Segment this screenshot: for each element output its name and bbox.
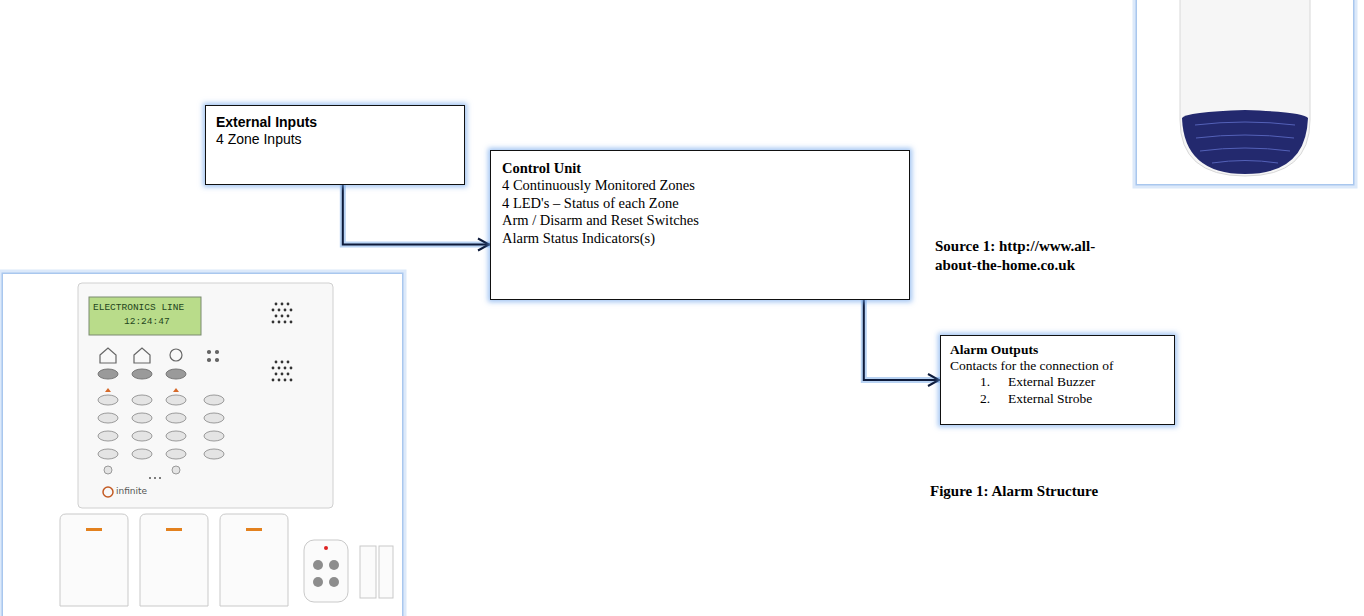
box-heading: Control Unit (502, 160, 581, 176)
logo-mark (103, 487, 113, 497)
box-text: Alarm Status Indicators(s) (502, 230, 655, 246)
text-box: Control Unit4 Continuously Monitored Zon… (490, 150, 910, 300)
keypad-dots (149, 477, 161, 479)
arrow-head (928, 374, 939, 386)
arrow-glow (864, 300, 940, 380)
text-row: Alarm Status Indicators(s) (502, 230, 898, 247)
box-heading: Alarm Outputs (950, 342, 1038, 357)
lcd-text: ELECTRONICS LINE (93, 302, 184, 314)
arrow-line (864, 300, 940, 380)
text-box: External Inputs4 Zone Inputs (205, 105, 465, 185)
keypad-body (78, 283, 333, 508)
keypad-keys-grey (98, 395, 224, 474)
text-row: 4 Continuously Monitored Zones (502, 177, 898, 194)
photo-frame (1136, 0, 1354, 185)
speaker-grille (272, 303, 293, 382)
box-text: 4 Continuously Monitored Zones (502, 177, 695, 193)
siren-lens-ridges (1195, 122, 1295, 163)
remote-buttons (313, 560, 339, 587)
box-text: 4 Zone Inputs (216, 131, 302, 147)
text-row: Contacts for the connection of (950, 358, 1165, 374)
box-heading: External Inputs (216, 114, 317, 130)
pir-indicators (86, 528, 328, 550)
text-row: 1.External Buzzer (950, 374, 1165, 390)
text-row: External Inputs (216, 114, 454, 131)
box-text: 4 LED's – Status of each Zone (502, 195, 679, 211)
siren-lens (1182, 110, 1308, 174)
flow-arrow (864, 300, 940, 386)
box-text: External Buzzer (1008, 374, 1095, 389)
pir-sensors (60, 514, 393, 606)
arrow-line (343, 185, 490, 245)
brand-logo: infinite (116, 486, 147, 497)
flow-arrow (343, 185, 490, 251)
keypad-orange-marks (105, 388, 179, 392)
list-number: 2. (980, 391, 1008, 407)
text-row: 4 Zone Inputs (216, 131, 454, 148)
lcd-screen (89, 297, 201, 335)
keypad-icons (100, 348, 219, 363)
arrow-head (478, 239, 489, 251)
box-text: External Strobe (1008, 391, 1092, 406)
figure-caption: Figure 1: Alarm Structure (930, 483, 1098, 500)
text-row: Control Unit (502, 160, 898, 177)
keypad-keys (98, 369, 186, 379)
text-box: Alarm OutputsContacts for the connection… (940, 335, 1175, 425)
text-row: Alarm Outputs (950, 342, 1165, 358)
box-text: Contacts for the connection of (950, 358, 1113, 373)
text-row: Arm / Disarm and Reset Switches (502, 212, 898, 229)
source-note: Source 1: http://www.all-about-the-home.… (935, 237, 1130, 275)
text-row: 2.External Strobe (950, 391, 1165, 407)
lcd-clock: 12:24:47 (124, 316, 170, 328)
arrow-glow (343, 185, 490, 245)
list-number: 1. (980, 374, 1008, 390)
photo-glow (1134, 0, 1356, 187)
siren-body (1180, 0, 1310, 176)
photo-glow (0, 271, 405, 616)
text-row: 4 LED's – Status of each Zone (502, 195, 898, 212)
box-text: Arm / Disarm and Reset Switches (502, 212, 699, 228)
photo-frame (2, 273, 403, 616)
